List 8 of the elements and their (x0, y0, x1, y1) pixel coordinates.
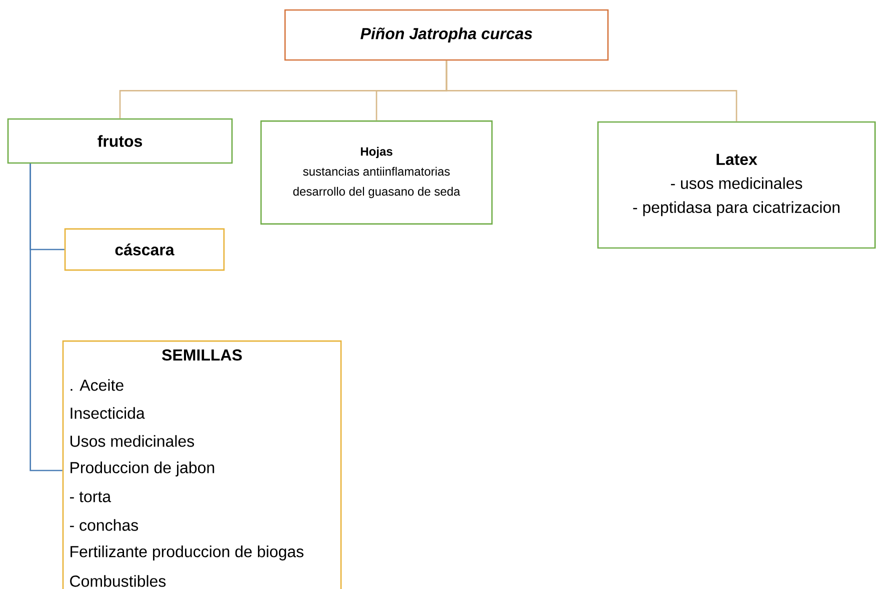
list-box: SEMILLAS . Aceite Insecticida Usos medicinales Produccion de jabon - torta - conchas Fertilizante produccion de biogas Combustibles (62, 340, 342, 589)
category-box: frutos (7, 118, 233, 164)
category-box: Latex - usos medicinales - peptidasa para cicatrizacion (597, 121, 876, 249)
connector-line (446, 60, 738, 122)
connector-line (30, 164, 62, 472)
title-box: Piñon Jatropha curcas (284, 9, 609, 61)
sub-box: cáscara (64, 228, 225, 271)
category-box: Hojas sustancias antiinflamatorias desarrollo del guasano de seda (260, 120, 493, 225)
